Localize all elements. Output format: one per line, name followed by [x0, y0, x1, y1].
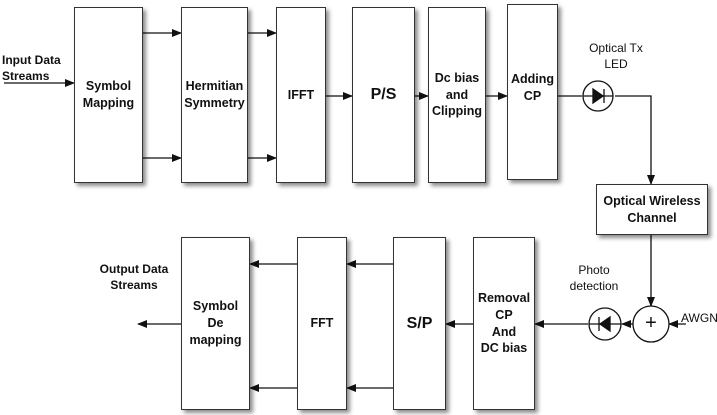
input-data-streams-label: Input Data Streams	[2, 53, 61, 84]
fft-block: FFT	[297, 237, 347, 410]
photo-detection-label: Photo detection	[569, 263, 619, 294]
optical-wireless-channel-block: Optical Wireless Channel	[596, 184, 708, 235]
symbol-demapping-block: Symbol De mapping	[181, 237, 250, 410]
summer-plus-symbol: +	[645, 312, 657, 334]
output-data-streams-label: Output Data Streams	[99, 262, 169, 293]
arrow-led-channel	[615, 95, 655, 185]
ps-block: P/S	[352, 7, 415, 183]
led-icon	[582, 80, 614, 112]
photodiode-icon	[588, 307, 622, 341]
adding-cp-block: Adding CP	[507, 4, 558, 180]
sp-block: S/P	[393, 237, 446, 410]
removal-cp-dc-bias-block: Removal CP And DC bias	[473, 237, 535, 410]
symbol-mapping-block: Symbol Mapping	[74, 7, 143, 183]
ifft-block: IFFT	[276, 7, 326, 183]
hermitian-symmetry-block: Hermitian Symmetry	[181, 7, 248, 183]
dc-bias-clipping-block: Dc bias and Clipping	[428, 7, 486, 183]
optical-tx-led-label: Optical Tx LED	[589, 41, 643, 72]
summer-circle	[632, 305, 670, 343]
awgn-label: AWGN	[681, 311, 717, 325]
